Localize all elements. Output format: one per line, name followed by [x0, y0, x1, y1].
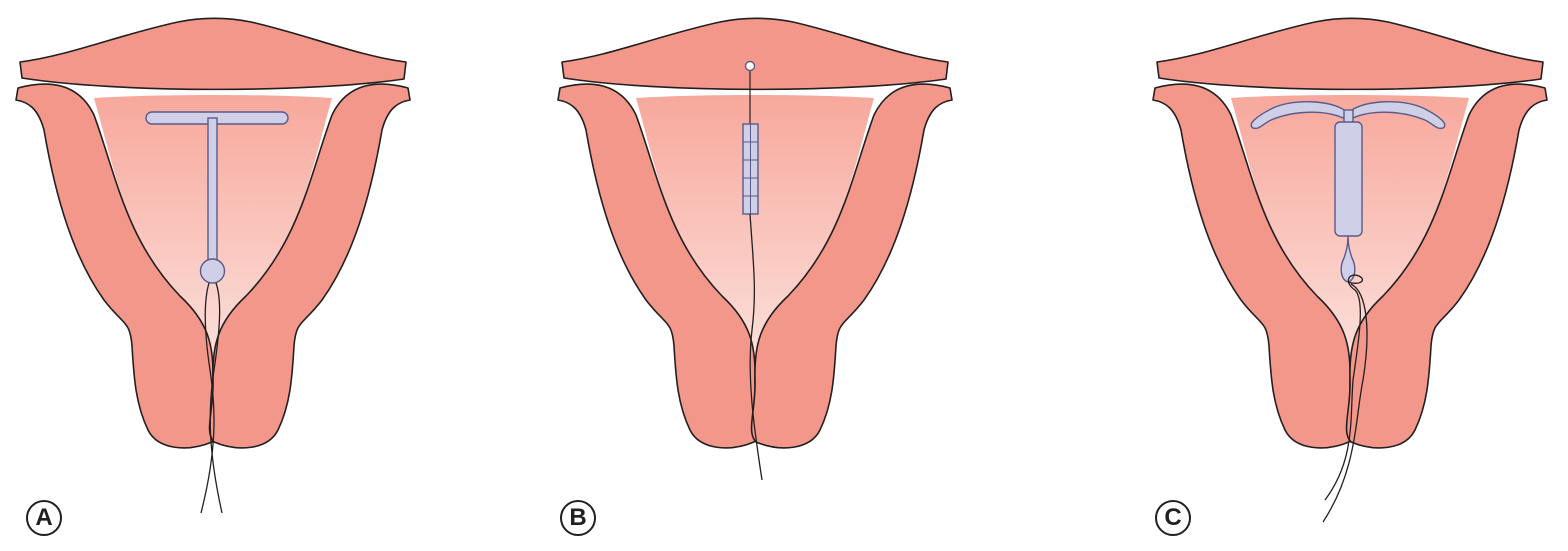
panel-label-c: C [1155, 500, 1191, 536]
panel-a [8, 0, 428, 551]
uterine-wall-right [208, 83, 411, 449]
uterine-wall-right [1345, 83, 1548, 449]
removal-threads-a [200, 282, 223, 514]
uterus-cross-section-c [1152, 17, 1548, 523]
t-shaped-iud-icon [145, 111, 289, 284]
uterine-wall-right [750, 83, 953, 449]
uterine-wall-left [557, 83, 760, 449]
uterine-wall-left [1152, 83, 1355, 449]
uterus-cross-section-a [15, 17, 411, 514]
panel-label-a: A [26, 500, 62, 536]
panel-label-b: B [560, 500, 596, 536]
removal-threads-c [1322, 274, 1368, 523]
panel-b [550, 0, 970, 551]
uterine-cavity [636, 95, 874, 440]
uterus-cross-section-b [557, 17, 953, 481]
uterine-fundus [561, 17, 949, 91]
hormonal-iud-icon [1250, 100, 1446, 283]
uterine-fundus [19, 17, 407, 91]
uterine-wall-left [15, 83, 218, 449]
panel-c [1145, 0, 1565, 551]
removal-thread-b [749, 213, 763, 481]
uterine-fundus [1156, 17, 1544, 91]
